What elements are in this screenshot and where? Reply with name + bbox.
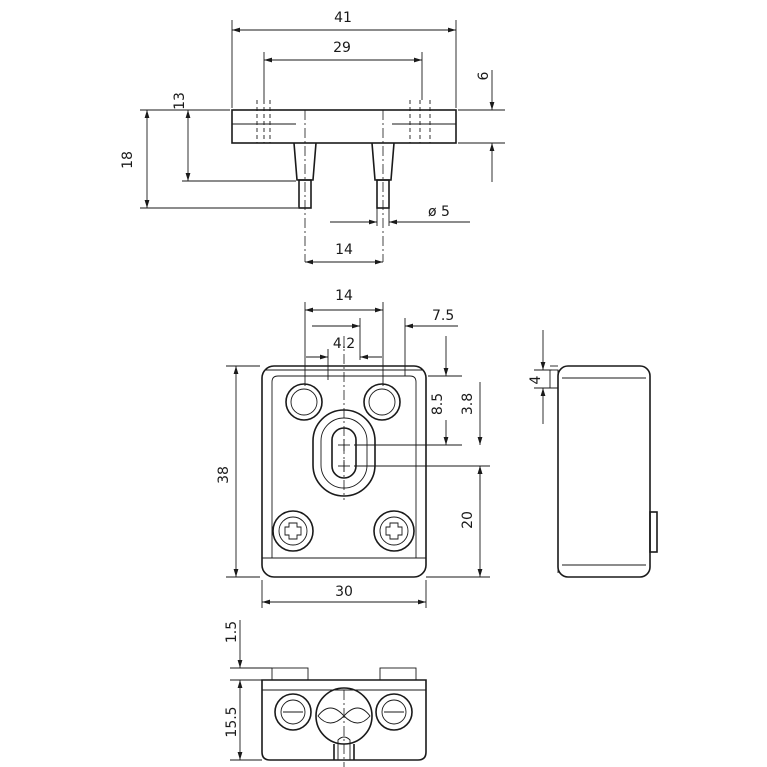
dim-flange-thickness: 6	[476, 71, 492, 80]
dim-flange-offset: 13	[172, 92, 188, 110]
bottom-view	[261, 667, 427, 767]
side-view-dimensions: 4	[528, 330, 552, 424]
dim-slot-width: 3.8	[460, 393, 476, 415]
front-view-dimensions: 14 7.5 4.2 8.5 3.8 20 38	[216, 288, 490, 608]
front-view	[261, 336, 427, 578]
dim-pin-spacing-side: 14	[335, 242, 353, 258]
dim-pin-spacing-front: 14	[335, 288, 353, 304]
dim-offset-7-5: 7.5	[432, 308, 454, 324]
side-view	[549, 365, 658, 578]
dim-bottom-height: 15.5	[224, 706, 240, 737]
dim-overall-width: 41	[334, 10, 352, 26]
dim-body-width: 30	[335, 584, 353, 600]
dim-bolt-spacing-top: 29	[333, 40, 351, 56]
dim-total-height: 18	[120, 151, 136, 169]
dim-body-height: 38	[216, 466, 232, 484]
top-view-dimensions: 41 29 6 13 18 ø 5 14	[120, 10, 505, 265]
dim-slot-position: 8.5	[430, 393, 446, 415]
dim-bottom-step: 1.5	[224, 621, 240, 643]
dim-pin-diameter: ø 5	[428, 204, 450, 220]
dim-side-step: 4	[528, 375, 544, 384]
dim-offset-4-2: 4.2	[333, 336, 355, 352]
bottom-view-dimensions: 1.5 15.5	[224, 620, 272, 761]
top-view	[231, 100, 457, 262]
dim-screw-height: 20	[460, 511, 476, 529]
